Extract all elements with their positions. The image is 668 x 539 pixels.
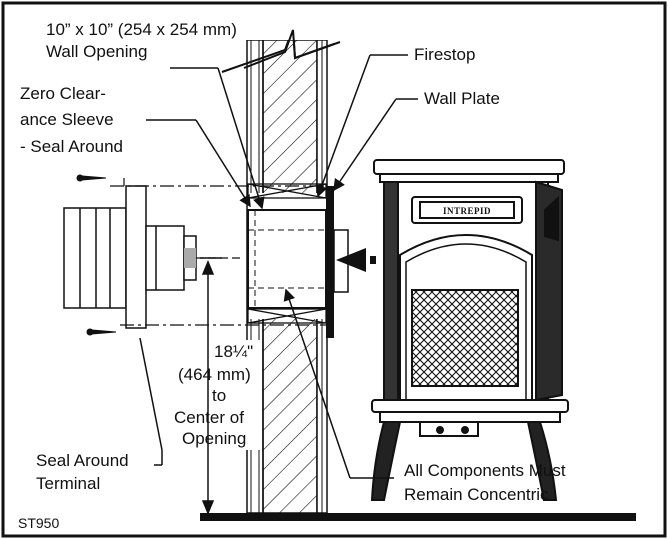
stove-grille: [411, 289, 519, 387]
firestop-label: Firestop: [414, 45, 475, 64]
dimension-label-line1: 18¼": [214, 342, 253, 361]
seal-terminal-label-line2: Terminal: [36, 474, 100, 493]
screw-icon: [76, 174, 117, 336]
stove: [370, 159, 569, 501]
height-dimension: [200, 257, 222, 515]
dimension-label-line3: to: [212, 386, 226, 405]
dimension-label-line2: (464 mm): [178, 365, 251, 384]
figure-id: ST950: [18, 515, 59, 531]
floor: [200, 513, 636, 521]
concentric-label-line2: Remain Concentric: [404, 485, 549, 504]
stove-brand-label: INTREPID: [443, 206, 491, 216]
sleeve-label-line1: Zero Clear-: [20, 84, 106, 103]
dimension-callout: 18¼" (464 mm) to Center of Opening: [174, 340, 262, 450]
termination-cap: [63, 185, 197, 329]
sleeve-label-line3: - Seal Around: [20, 137, 123, 156]
wall-plate-label: Wall Plate: [424, 89, 500, 108]
wall-opening-label-line2: Wall Opening: [46, 42, 147, 61]
leader-lines: [139, 54, 418, 479]
sleeve-label-line2: ance Sleeve: [20, 110, 114, 129]
dimension-label-line5: Opening: [182, 429, 246, 448]
seal-terminal-label-line1: Seal Around: [36, 451, 129, 470]
dimension-label-line4: Center of: [174, 408, 244, 427]
concentric-label-line1: All Components Must: [404, 461, 566, 480]
flow-arrow: [336, 248, 376, 272]
wall-opening-label-line1: 10” x 10” (254 x 254 mm): [46, 20, 237, 39]
wall-plate: [326, 186, 334, 338]
alignment-lines: [110, 178, 326, 326]
